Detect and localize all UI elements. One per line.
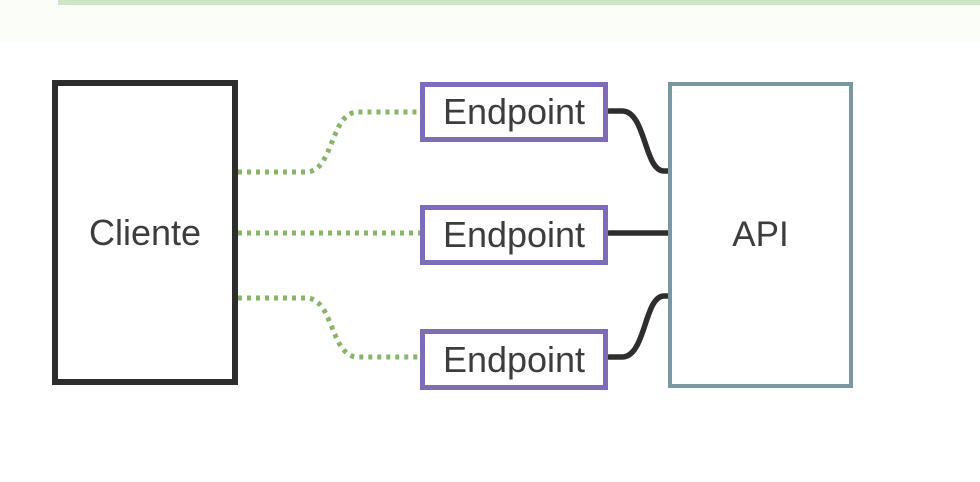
node-api-label: API — [732, 215, 789, 254]
connector-endpoint3-api — [606, 293, 671, 360]
node-api: API — [668, 82, 853, 388]
connector-client-endpoint3 — [238, 295, 420, 360]
top-background-tint — [0, 0, 980, 42]
node-endpoint-3: Endpoint — [420, 329, 608, 390]
node-endpoint-2-label: Endpoint — [442, 214, 586, 255]
node-endpoint-2: Endpoint — [420, 205, 608, 265]
node-endpoint-1-label: Endpoint — [442, 91, 586, 132]
node-cliente-label: Cliente — [88, 211, 202, 253]
connector-client-endpoint1 — [238, 109, 420, 175]
node-endpoint-3-label: Endpoint — [442, 338, 586, 380]
connector-endpoint1-api — [606, 108, 671, 174]
top-green-bar — [58, 0, 980, 5]
node-endpoint-1: Endpoint — [420, 82, 608, 142]
node-cliente: Cliente — [52, 80, 238, 385]
